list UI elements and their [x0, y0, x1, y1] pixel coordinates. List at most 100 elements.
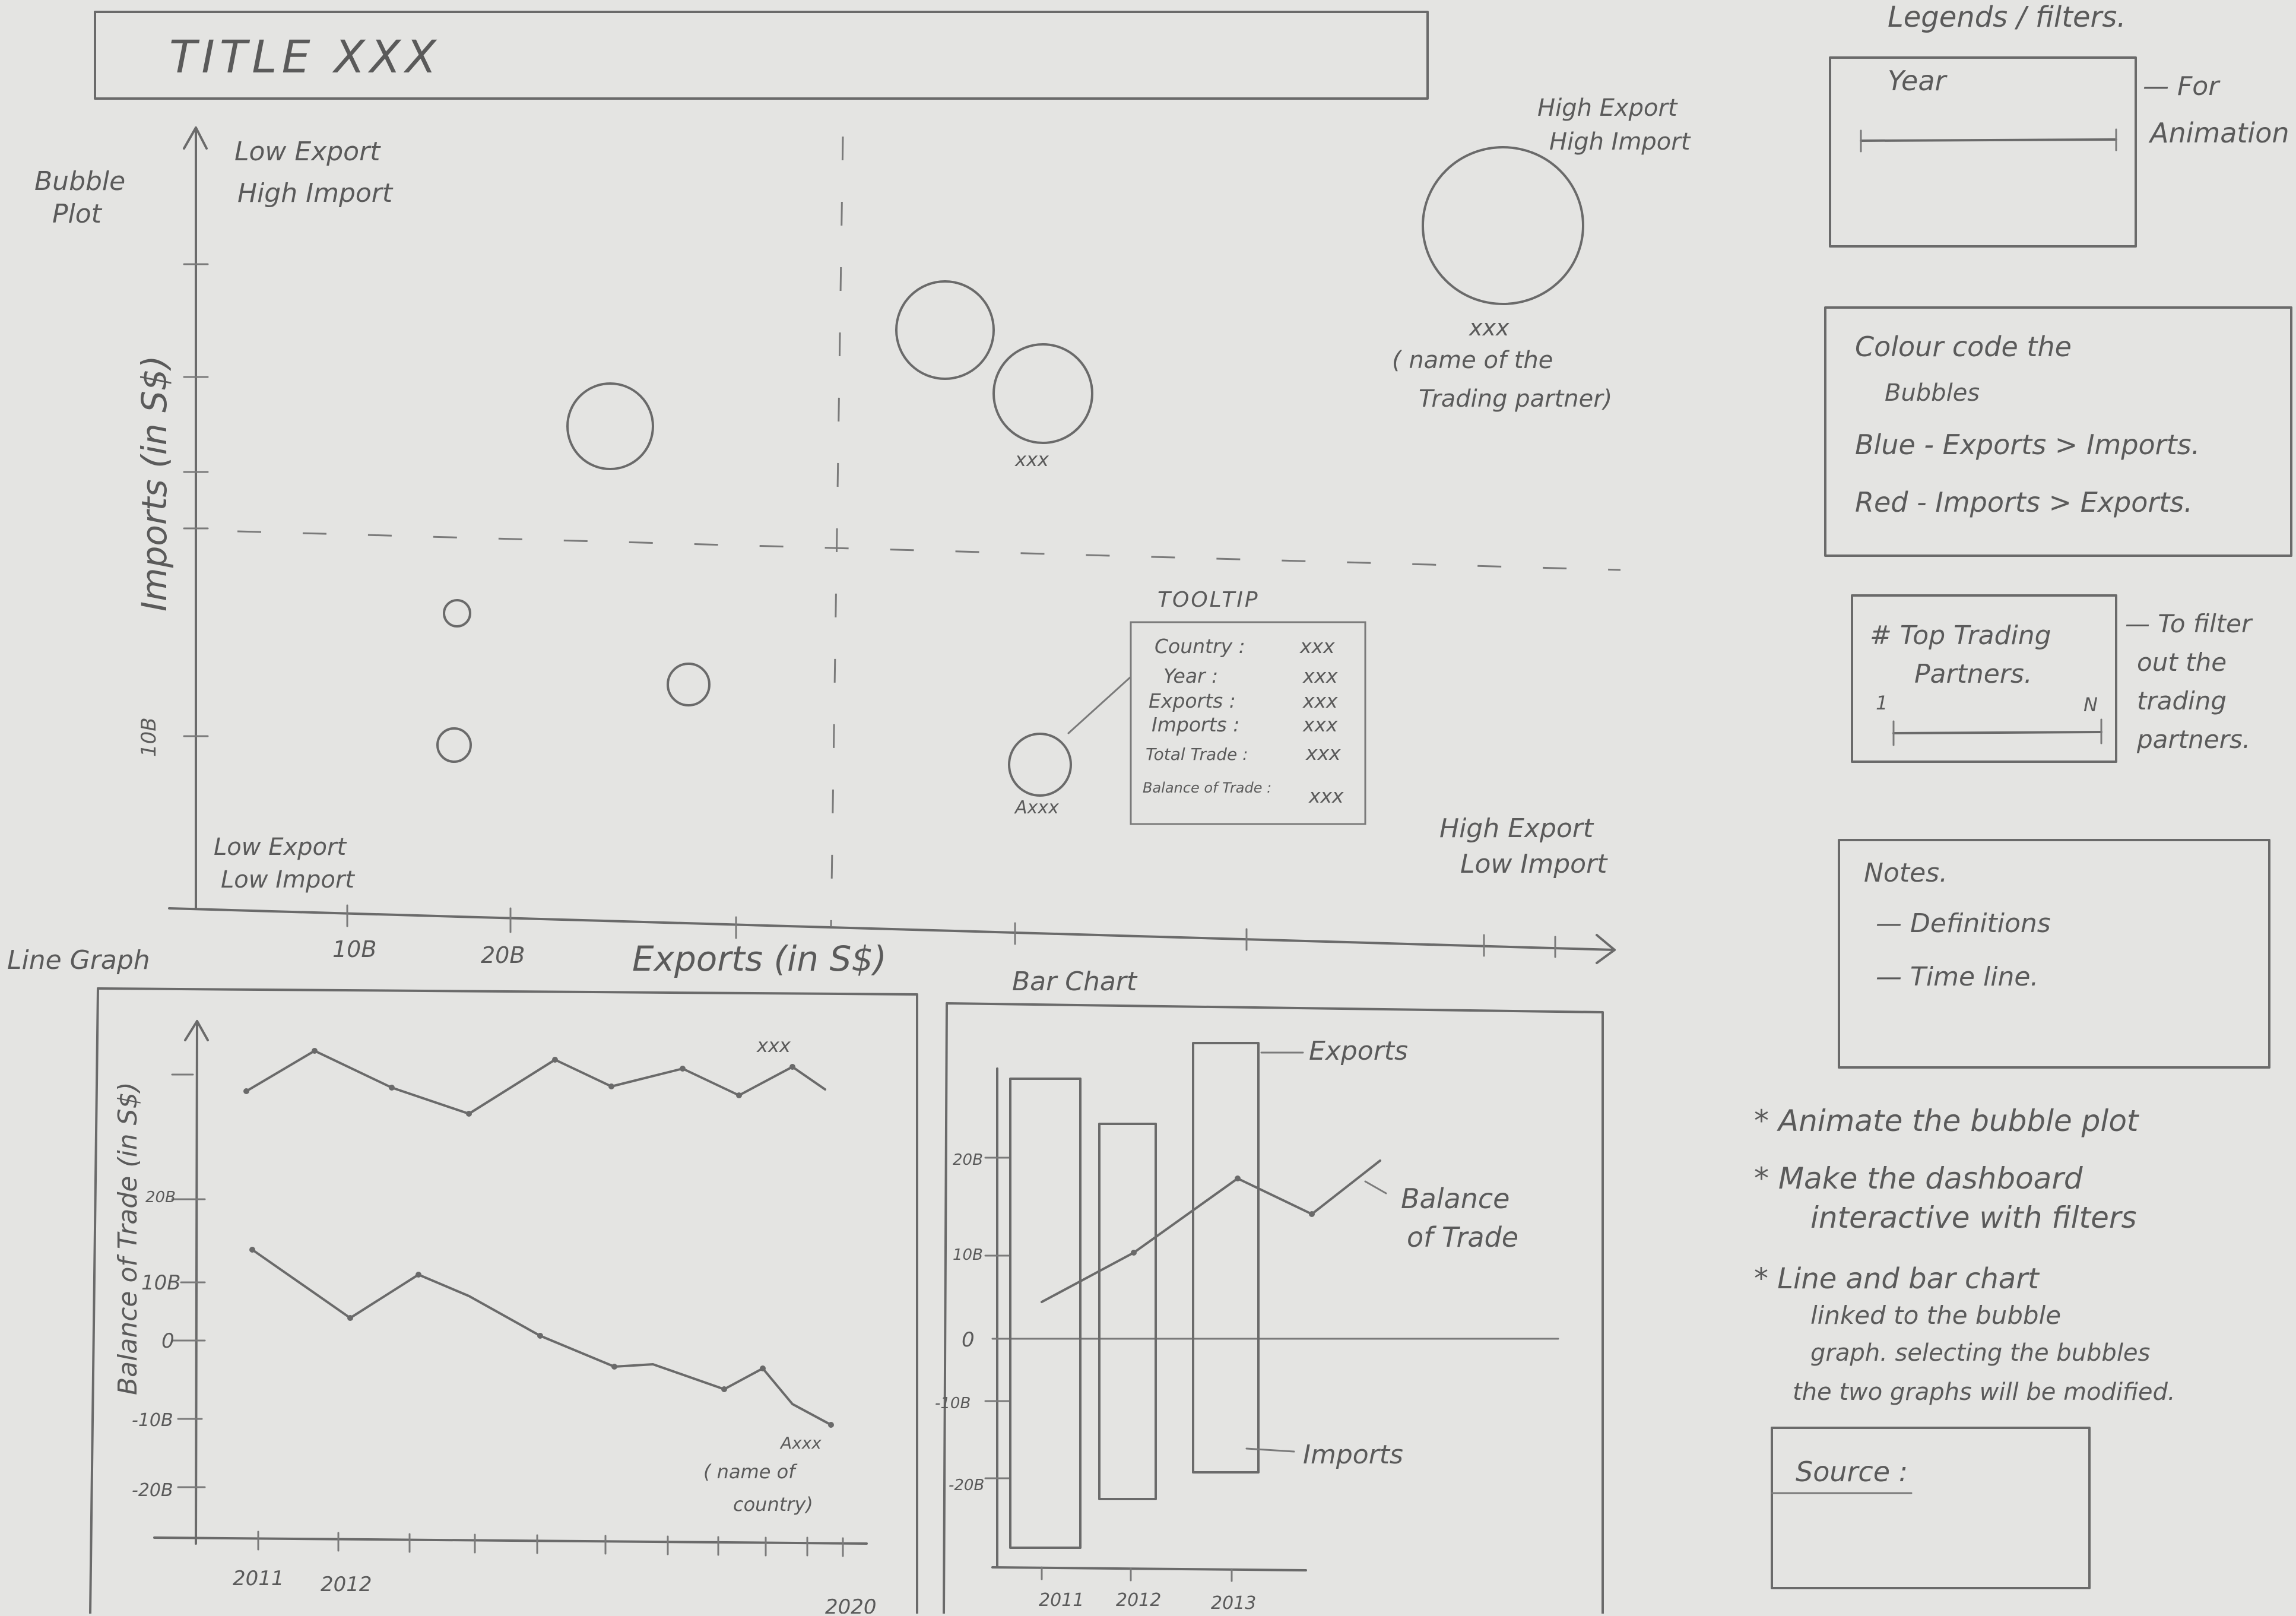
year-filter-note-1: — For — [2143, 71, 2221, 102]
colour-note-red: Red - Imports > Exports. — [1855, 486, 2193, 518]
todo-line: interactive with filters — [1810, 1200, 2137, 1235]
bubble[interactable] — [436, 727, 472, 763]
bar-exports-label: Exports — [1309, 1036, 1408, 1066]
source-label: Source : — [1796, 1456, 1908, 1488]
bar-2011[interactable] — [1009, 1078, 1082, 1549]
bubble[interactable] — [895, 280, 995, 380]
bubble[interactable] — [443, 599, 471, 628]
tooltip-key: Country : — [1155, 635, 1245, 658]
notes-item: — Definitions — [1876, 908, 2051, 939]
bubble-y-tick-label: 10B — [137, 717, 161, 757]
line-y-tick: 0 — [161, 1329, 175, 1353]
tooltip-key: Imports : — [1152, 713, 1239, 736]
todo-notes: * Animate the bubble plot * Make the das… — [1754, 1104, 2176, 1406]
line-y-tick: 10B — [141, 1271, 181, 1295]
bar-y-tick: 20B — [953, 1151, 983, 1169]
tooltip-value: xxx — [1302, 713, 1338, 736]
tooltip-key: Balance of Trade : — [1143, 780, 1271, 796]
tooltip-value: xxx — [1305, 742, 1341, 765]
colour-code-box — [1824, 306, 2292, 557]
top-partners-slider-max: N — [2083, 693, 2098, 716]
top-partners-note-1: — To filter — [2125, 609, 2253, 638]
bar-balance-label-1: Balance — [1401, 1183, 1509, 1215]
tooltip-box — [1130, 621, 1366, 825]
bar-2013[interactable] — [1192, 1042, 1260, 1474]
bubble[interactable] — [992, 343, 1093, 444]
quadrant-divider-vertical — [830, 136, 844, 927]
tooltip-key: Total Trade : — [1146, 744, 1248, 764]
year-filter-box — [1829, 56, 2137, 248]
small-bubble-label: Axxx — [1014, 797, 1059, 818]
top-partners-note-3: trading — [2137, 686, 2227, 715]
notes-heading: Notes. — [1864, 858, 1948, 888]
tooltip-heading: TOOLTIP — [1157, 588, 1260, 612]
bar-2012[interactable] — [1098, 1123, 1157, 1500]
title-box: TITLE XXX — [94, 11, 1429, 100]
big-bubble-note-2: Trading partner) — [1419, 385, 1612, 413]
bar-y-tick: 10B — [953, 1246, 983, 1264]
line-y-axis-label: Balance of Trade (in S$) — [113, 1082, 143, 1395]
bubble[interactable] — [566, 382, 654, 470]
quadrant-bottom-right-1: High Export — [1439, 813, 1594, 844]
bubble-plot: Bubble Plot Low Export Hi — [34, 94, 1691, 979]
notes-box — [1838, 839, 2270, 1069]
top-partners-slider-min: 1 — [1876, 692, 1888, 714]
bar-x-tick: 2011 — [1039, 1590, 1084, 1611]
top-partners-box — [1851, 594, 2117, 763]
big-bubble-note-1: ( name of the — [1392, 347, 1553, 374]
quadrant-top-right-2: High Import — [1549, 128, 1691, 156]
line-series-label: xxx — [756, 1034, 791, 1057]
tooltip-rows: Country : xxx Year : xxx Exports : xxx I… — [1143, 635, 1344, 807]
page-title: TITLE XXX — [169, 30, 441, 83]
todo-line: the two graphs will be modified. — [1793, 1379, 2176, 1406]
bubble-plot-label-1: Bubble — [34, 166, 125, 197]
bubble-selected[interactable] — [1008, 733, 1072, 797]
bubble-x-axis — [168, 907, 1616, 951]
tooltip-value: xxx — [1308, 784, 1344, 807]
top-partners-label-2: Partners. — [1914, 659, 2032, 689]
quadrant-top-left-1: Low Export — [234, 137, 381, 167]
bubble-plot-label-2: Plot — [52, 199, 103, 229]
line-x-tick: 2011 — [233, 1567, 284, 1590]
quadrant-top-right-1: High Export — [1537, 94, 1678, 122]
line-note-1: ( name of — [703, 1460, 798, 1483]
bubble-x-axis-label: Exports (in S$) — [632, 939, 887, 979]
line-y-tick: 20B — [145, 1189, 176, 1206]
line-series-2-label: Axxx — [779, 1433, 822, 1453]
bubble[interactable] — [1422, 146, 1584, 305]
tooltip-value: xxx — [1299, 635, 1335, 658]
line-x-tick: 2020 — [825, 1595, 877, 1614]
colour-note-2: Bubbles — [1885, 379, 1980, 407]
legends-heading: Legends / filters. — [1888, 1, 2126, 34]
big-bubble-label: xxx — [1469, 315, 1509, 341]
todo-line: graph. selecting the bubbles — [1810, 1339, 2150, 1367]
line-series-1 — [245, 1050, 826, 1115]
tooltip-key: Exports : — [1149, 689, 1236, 712]
bar-y-tick: 0 — [962, 1328, 975, 1352]
bubble-label: xxx — [1014, 448, 1049, 471]
line-graph-label: Line Graph — [7, 945, 150, 975]
line-graph: Line Graph Balance of Trade ( — [7, 945, 918, 1616]
legends-panel: Legends / filters. Year — For Animation … — [1824, 1, 2292, 1069]
line-y-tick: -20B — [132, 1480, 173, 1501]
bar-y-tick: -20B — [949, 1476, 984, 1494]
bar-x-tick: 2012 — [1116, 1590, 1161, 1611]
quadrant-bottom-left-1: Low Export — [214, 834, 347, 861]
line-y-tick: -10B — [132, 1410, 173, 1431]
balance-of-trade-line — [1041, 1159, 1381, 1303]
bar-imports-label: Imports — [1303, 1440, 1403, 1470]
line-note-2: country) — [733, 1493, 813, 1516]
colour-note-1: Colour code the — [1855, 331, 2072, 363]
tooltip-value: xxx — [1302, 689, 1338, 712]
tooltip-key: Year : — [1163, 664, 1218, 687]
bar-chart: Bar Chart 20B 10B 0 -10B -20B 2011 2012 … — [935, 967, 1604, 1615]
quadrant-bottom-left-2: Low Import — [221, 866, 355, 893]
top-partners-slider[interactable] — [1892, 731, 2102, 734]
todo-line: linked to the bubble — [1810, 1301, 2061, 1330]
quadrant-divider-horizontal — [237, 530, 1621, 571]
bar-x-tick: 2013 — [1211, 1593, 1256, 1614]
year-slider[interactable] — [1860, 138, 2117, 142]
tooltip-pointer — [1067, 676, 1132, 734]
bubble[interactable] — [667, 663, 711, 706]
todo-line: * Line and bar chart — [1754, 1262, 2040, 1295]
